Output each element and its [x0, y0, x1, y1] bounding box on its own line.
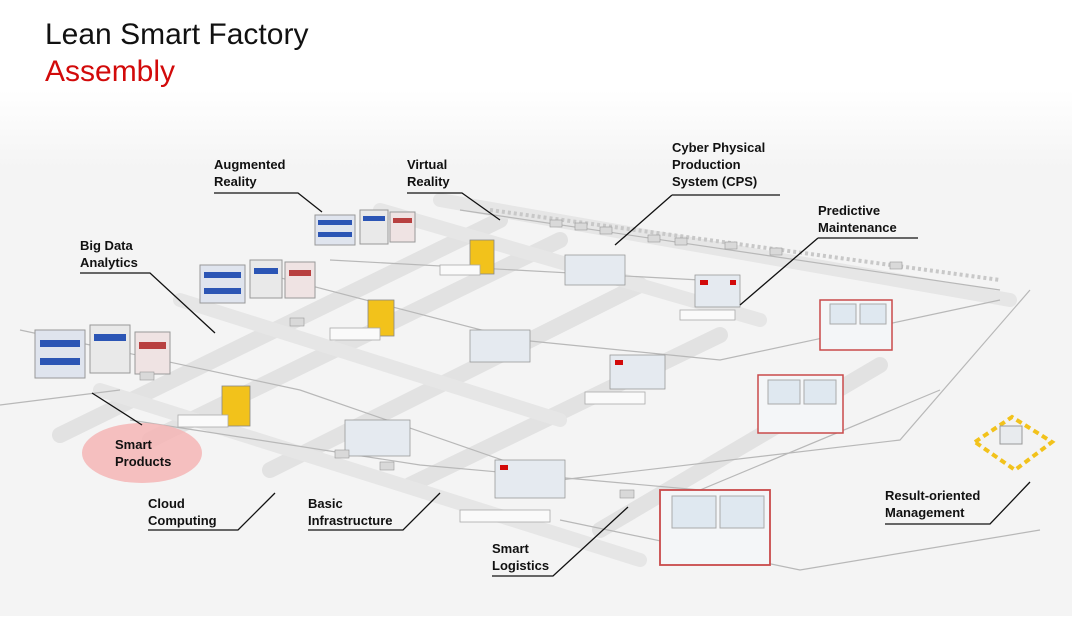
label-smart-logistics: Smart Logistics [492, 541, 550, 573]
dashed-rail [489, 208, 1001, 282]
leader-basic-infrastructure [308, 492, 441, 531]
label-big-data: Big Data Analytics [80, 238, 138, 270]
label-augmented-reality: Augmented Reality [214, 157, 286, 189]
leader-cloud-computing [148, 492, 276, 531]
label-result-oriented: Result-oriented Management [885, 488, 981, 520]
leader-predictive-maintenance [739, 237, 918, 306]
leader-result-oriented [885, 481, 1031, 525]
agv-carts [139, 219, 903, 499]
factory-floor-illustration [0, 90, 1072, 616]
enclosure-cells [659, 299, 893, 566]
callout-overlay [80, 192, 1031, 577]
leader-smart-logistics [492, 506, 629, 577]
management-zone [971, 414, 1056, 473]
rack-cluster-smartproducts [34, 324, 171, 379]
leader-virtual-reality [407, 192, 501, 221]
workstation-accents [500, 280, 736, 470]
leader-smart-products [91, 392, 143, 426]
label-smart-products: Smart Products [115, 437, 172, 469]
leader-augmented-reality [214, 192, 323, 213]
leader-big-data [80, 272, 216, 334]
page-title: Lean Smart Factory [45, 18, 309, 51]
leader-cps [614, 194, 780, 246]
label-basic-infrastructure: Basic Infrastructure [308, 496, 393, 528]
benches [177, 264, 736, 523]
factory-floor: Augmented Reality Virtual Reality Cyber … [0, 90, 1072, 616]
label-predictive-maintenance: Predictive Maintenance [818, 203, 897, 235]
rack-cluster-bigdata [199, 259, 316, 304]
rack-cluster-ar [314, 209, 416, 246]
label-virtual-reality: Virtual Reality [407, 157, 450, 189]
smart-products-highlight [82, 423, 202, 483]
page-subtitle: Assembly [45, 55, 176, 88]
label-cps: Cyber Physical Production System (CPS) [672, 140, 766, 189]
label-cloud-computing: Cloud Computing [148, 496, 217, 528]
